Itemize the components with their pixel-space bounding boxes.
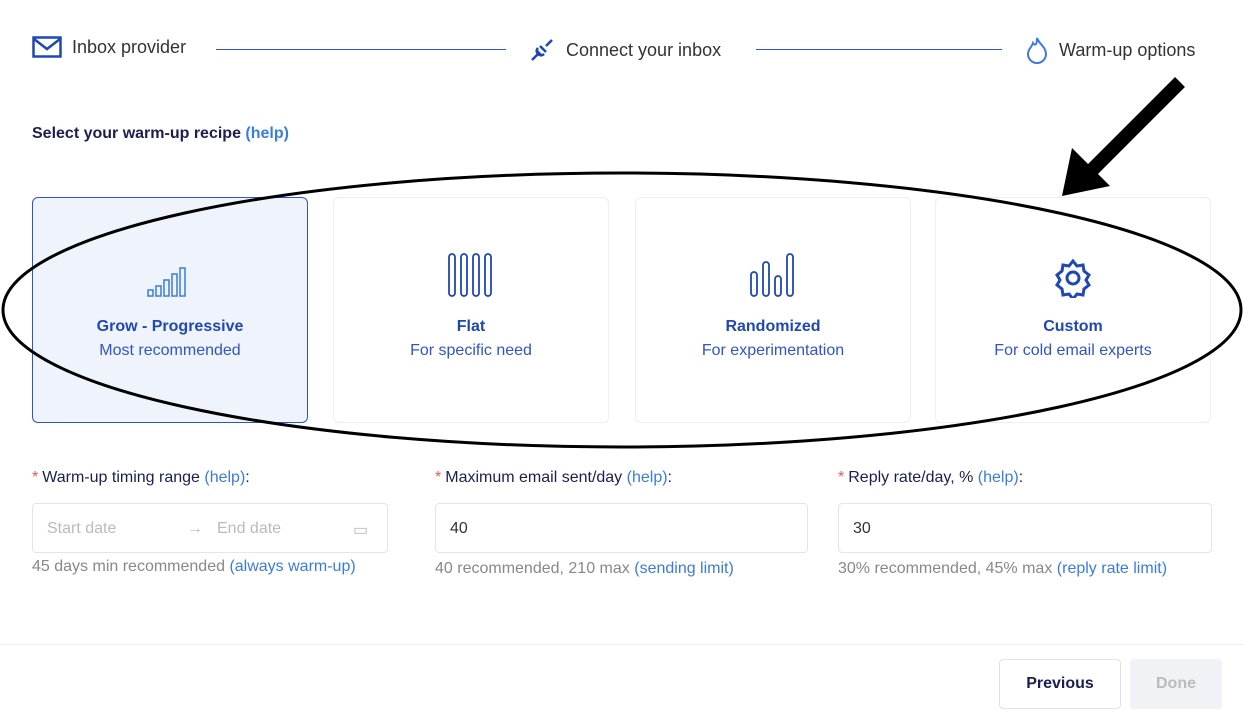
help-link[interactable]: (help) — [977, 469, 1019, 486]
max-email-label: *Maximum email sent/day (help): — [435, 469, 672, 486]
recipe-title: Grow - Progressive — [96, 318, 244, 335]
step-warmup-options: Warm-up options — [1025, 36, 1195, 64]
recipe-title: Custom — [1043, 318, 1103, 335]
page-title: Select your warm-up recipe (help) — [32, 125, 289, 142]
arrow-right-icon: → — [187, 520, 203, 537]
help-link[interactable]: (help) — [245, 125, 289, 142]
start-date-input[interactable]: Start date — [47, 520, 117, 537]
recipe-title: Randomized — [725, 318, 821, 335]
step-label: Connect your inbox — [566, 39, 722, 60]
step-connector — [216, 49, 506, 50]
recipe-title: Flat — [456, 318, 486, 335]
step-inbox-provider: Inbox provider — [32, 36, 186, 58]
timing-label: *Warm-up timing range (help): — [32, 469, 250, 486]
max-email-input[interactable]: 40 — [435, 503, 808, 553]
previous-button[interactable]: Previous — [999, 659, 1121, 709]
done-button[interactable]: Done — [1130, 659, 1222, 709]
help-link[interactable]: (help) — [626, 469, 668, 486]
end-date-input[interactable]: End date — [217, 520, 282, 537]
recipe-subtitle: For experimentation — [701, 342, 845, 359]
reply-rate-label: *Reply rate/day, % (help): — [838, 469, 1024, 486]
footer-divider — [0, 644, 1244, 645]
step-connector — [756, 49, 1002, 50]
step-label: Warm-up options — [1059, 39, 1196, 60]
timing-hint: 45 days min recommended (always warm-up) — [32, 558, 356, 575]
hint-link[interactable]: (always warm-up) — [229, 558, 356, 575]
recipe-subtitle: For specific need — [410, 342, 532, 359]
recipe-subtitle: For cold email experts — [994, 342, 1152, 359]
calendar-icon: ▭ — [353, 522, 369, 539]
step-label: Inbox provider — [72, 36, 187, 57]
recipe-subtitle: Most recommended — [99, 342, 241, 359]
gear-icon — [1055, 258, 1091, 298]
hint-link[interactable]: (reply rate limit) — [1056, 560, 1168, 577]
highlight-ellipse — [1, 171, 1243, 449]
max-email-hint: 40 recommended, 210 max (sending limit) — [435, 560, 734, 577]
annotation-arrow — [1062, 77, 1185, 196]
reply-rate-input[interactable]: 30 — [838, 503, 1212, 553]
random-bars-icon — [750, 253, 794, 297]
progressive-bars-icon — [147, 267, 186, 297]
help-link[interactable]: (help) — [204, 469, 246, 486]
reply-rate-hint: 30% recommended, 45% max (reply rate lim… — [838, 560, 1168, 577]
step-connect-inbox: Connect your inbox — [528, 36, 721, 64]
hint-link[interactable]: (sending limit) — [634, 560, 734, 577]
date-range-input[interactable]: Start date → End date ▭ — [32, 503, 388, 553]
envelope-icon — [32, 36, 62, 58]
flame-icon — [1026, 37, 1048, 64]
plug-icon — [531, 39, 553, 61]
flat-bars-icon — [448, 253, 492, 297]
